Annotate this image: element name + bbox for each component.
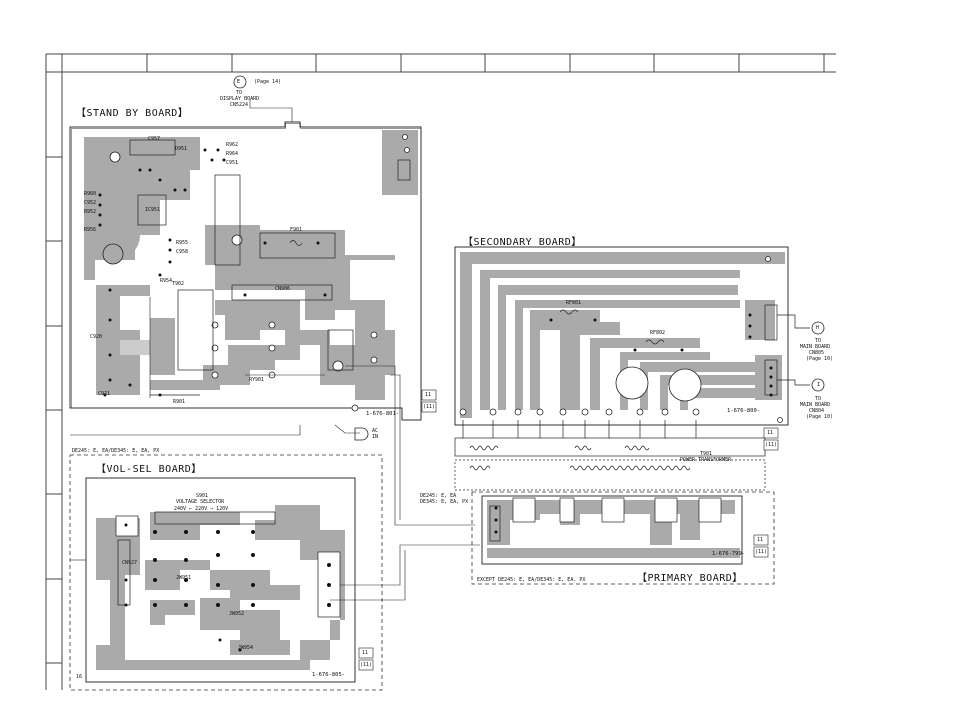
connector-e-pin: CN5224 (230, 102, 249, 108)
ref-r901: R901 (173, 399, 186, 405)
ref-jw954: JW954 (238, 645, 254, 651)
ref-cn906: CN906 (275, 286, 291, 292)
ref-r956: R956 (84, 227, 97, 233)
layer-label-standby-1: 11 (425, 392, 432, 398)
volsel-model-note: DE245: E, EA/DE345: E, EA, PX (72, 448, 160, 454)
selector-values: 240V ← 220V → 120V (174, 506, 229, 512)
connector-e-letter: E (237, 79, 241, 85)
ac-in-label-1: AC (372, 428, 379, 434)
primary-model-note-2: DE345: E, EA, PX (420, 499, 469, 505)
ref-r955: R955 (176, 240, 189, 246)
ref-d951: D951 (175, 146, 188, 152)
ref-cn927: CN927 (122, 560, 138, 566)
transformer-name: POWER TRANSFORMER (680, 457, 732, 463)
ref-ic951: IC951 (145, 207, 161, 213)
sheet-frame (45, 53, 836, 690)
standby-copper (84, 130, 418, 400)
volsel-page-note: 16 (76, 674, 83, 680)
ref-c957: C957 (148, 136, 161, 142)
volsel-part-number: 1-676-805- (312, 672, 346, 678)
layer-label-boxes (358, 389, 779, 671)
volsel-board-title: 【VOL-SEL BOARD】 (96, 464, 202, 475)
ref-c958: C958 (176, 249, 189, 255)
layer-label-volsel-1: 11 (362, 650, 369, 656)
connector-h-to: TO (815, 338, 822, 344)
connector-e-dest: DISPLAY BOARD (220, 96, 260, 102)
layer-label-volsel-2: (11) (360, 662, 373, 668)
transformer-ref: T901 (700, 451, 713, 457)
ref-jw951: JW951 (176, 575, 192, 581)
ref-r952: R952 (84, 209, 97, 215)
selector-name: VOLTAGE SELECTOR (176, 499, 225, 505)
layer-label-secondary-2: (11) (765, 442, 778, 448)
primary-board (471, 491, 775, 585)
ref-rf801: RF801 (566, 300, 582, 306)
layer-label-standby-2: (11) (423, 404, 436, 410)
ref-rf802: RF802 (650, 330, 666, 336)
ref-c951: C951 (226, 160, 239, 166)
secondary-board-title: 【SECONDARY BOARD】 (463, 237, 582, 248)
connector-h-pin: CN805 (809, 350, 825, 356)
except-note: EXCEPT DE245: E, EA/DE345: E, EA, PX (477, 577, 586, 583)
power-transformer (454, 420, 766, 491)
connector-i-pin: CN804 (809, 408, 825, 414)
ac-in-label-2: IN (372, 434, 379, 440)
connector-i-dest: MAIN BOARD (800, 402, 831, 408)
primary-model-note-1: DE245: E, EA (420, 493, 457, 499)
volsel-board (69, 454, 383, 691)
ref-f901: F901 (290, 227, 303, 233)
standby-part-number: 1-676-801- (366, 411, 400, 417)
secondary-part-number: 1-676-800- (727, 408, 761, 414)
layer-label-primary-2: (11) (755, 549, 768, 555)
selector-ref: S901 (196, 493, 209, 499)
layer-label-primary-1: 11 (757, 537, 764, 543)
secondary-board (454, 246, 825, 426)
connector-h-dest: MAIN BOARD (800, 344, 831, 350)
ref-jw952: JW952 (229, 611, 245, 617)
ref-c921: C921 (98, 391, 111, 397)
ref-r960: R960 (84, 191, 97, 197)
primary-board-title: 【PRIMARY BOARD】 (637, 573, 743, 584)
interboard-wiring (70, 365, 480, 601)
standby-board-title: 【STAND BY BOARD】 (76, 108, 189, 119)
connector-e-page: (Page 14) (254, 79, 282, 85)
ref-r954: R954 (160, 278, 173, 284)
ref-c952: C952 (84, 200, 97, 206)
connector-h-letter: H (816, 325, 820, 331)
ref-r964: R964 (226, 151, 239, 157)
connector-e-to: TO (236, 90, 243, 96)
ac-plug-icon (354, 427, 369, 441)
connector-i-page: (Page 10) (806, 414, 834, 420)
secondary-copper (460, 252, 785, 418)
connector-i-to: TO (815, 396, 822, 402)
ref-ry901: RY901 (249, 377, 265, 383)
ref-r962: R962 (226, 142, 239, 148)
ref-t902: T902 (172, 281, 185, 287)
primary-part-number: 1-676-799- (712, 551, 746, 557)
connector-e-marker-icon (233, 75, 247, 89)
layer-label-secondary-1: 11 (767, 430, 774, 436)
connector-h-page: (Page 10) (806, 356, 834, 362)
standby-board (69, 100, 422, 421)
connector-i-letter: I (817, 382, 821, 388)
ref-c920: C920 (90, 334, 103, 340)
